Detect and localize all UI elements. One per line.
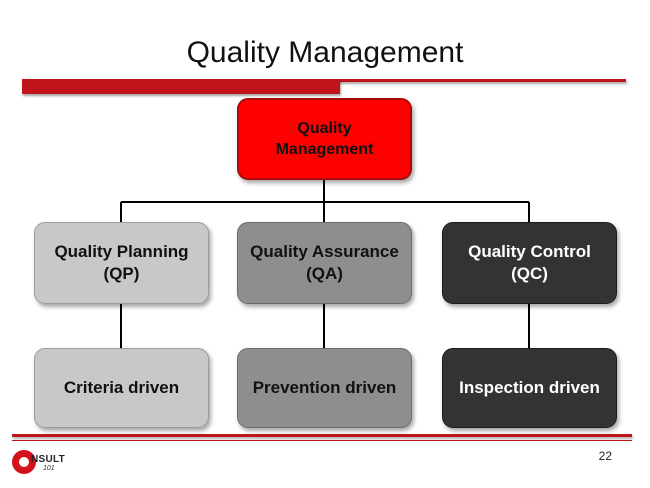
node-prevention-driven: Prevention driven: [237, 348, 412, 428]
footer-rule-thin: [12, 440, 632, 441]
node-root-line2: Management: [275, 141, 374, 158]
slide-title: Quality Management: [186, 36, 464, 69]
node-qa-line1: Quality Assurance: [250, 241, 399, 261]
node-quality-control: Quality Control (QC): [442, 222, 617, 304]
node-qc-line1: Quality Control: [468, 241, 591, 261]
title-underline-accent: [22, 79, 340, 94]
logo-sub: 101: [43, 465, 55, 472]
node-qc-line2: (QC): [511, 264, 548, 283]
node-qp-line1: Quality Planning: [54, 241, 189, 261]
node-quality-assurance: Quality Assurance (QA): [237, 222, 412, 304]
node-criteria-driven: Criteria driven: [34, 348, 209, 428]
page-number: 22: [598, 449, 612, 463]
node-quality-planning: Quality Planning (QP): [34, 222, 209, 304]
node-qp-child-label: Criteria driven: [63, 377, 180, 397]
node-qp-line2: (QP): [103, 264, 140, 283]
node-quality-management: Quality Management: [237, 98, 412, 180]
logo-word: NSULT: [31, 454, 66, 465]
logo-c-icon: [12, 450, 36, 474]
node-root-line1: Quality: [297, 119, 352, 137]
consult-logo: NSULT 101: [12, 448, 92, 482]
node-qc-child-label: Inspection driven: [459, 377, 600, 397]
footer-rule: [12, 434, 632, 437]
node-qa-line2: (QA): [306, 264, 343, 283]
node-inspection-driven: Inspection driven: [442, 348, 617, 428]
node-qa-child-label: Prevention driven: [252, 377, 397, 397]
